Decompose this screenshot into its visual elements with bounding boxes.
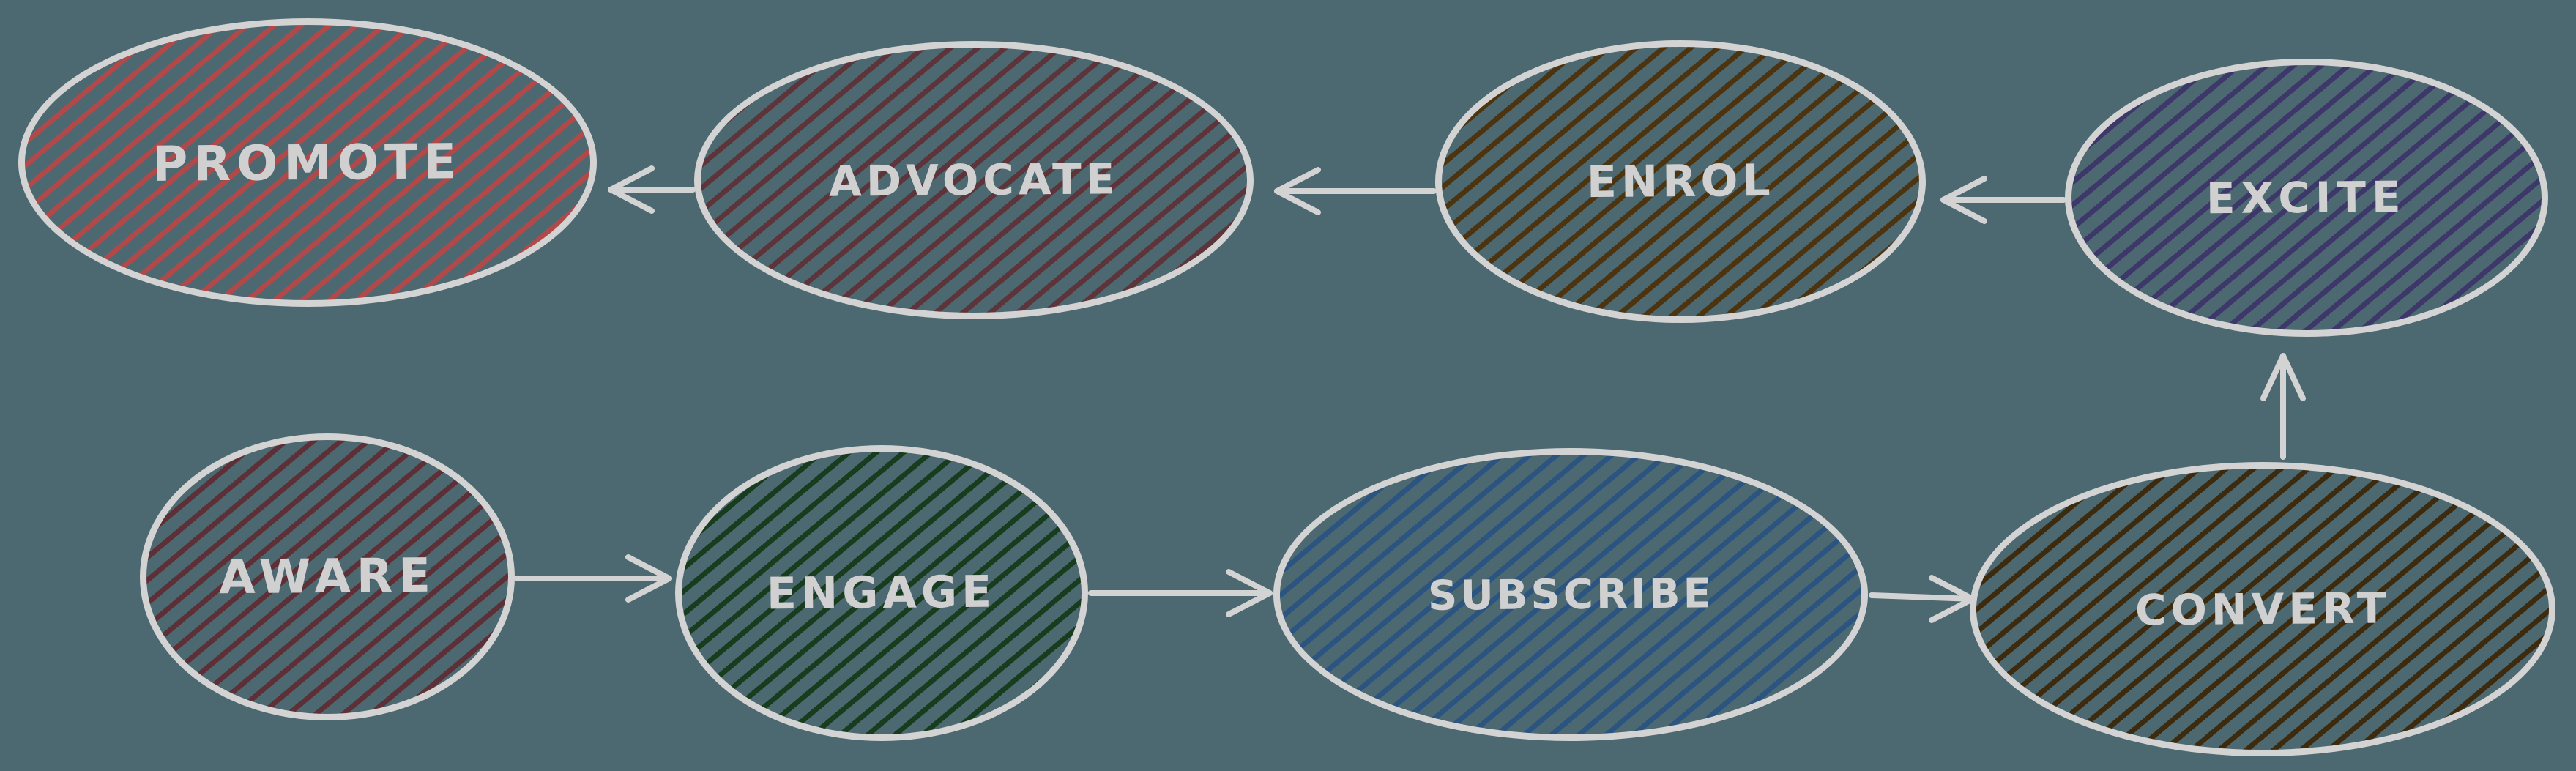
arrowhead [608, 165, 655, 214]
node-aware[interactable]: AWARE [140, 433, 515, 720]
node-engage[interactable]: ENGAGE [675, 445, 1088, 741]
arrow-shaft [1869, 592, 1976, 602]
arrow-convert-to-excite[interactable] [2260, 353, 2306, 460]
node-advocate[interactable]: ADVOCATE [694, 41, 1254, 319]
arrowhead [625, 554, 672, 603]
node-label-enrol: ENROL [1586, 154, 1775, 209]
node-excite[interactable]: EXCITE [2065, 59, 2548, 337]
arrowhead [1226, 569, 1273, 617]
node-label-promote: PROMOTE [152, 133, 463, 193]
node-label-engage: ENGAGE [767, 566, 997, 620]
arrow-engage-to-subscribe[interactable] [1088, 569, 1273, 617]
arrow-excite-to-enrol[interactable] [1940, 176, 2066, 224]
node-subscribe[interactable]: SUBSCRIBE [1273, 448, 1868, 741]
node-label-subscribe: SUBSCRIBE [1427, 569, 1714, 620]
arrowhead [1274, 167, 1321, 215]
arrow-advocate-to-promote[interactable] [608, 165, 696, 214]
arrow-subscribe-to-convert[interactable] [1869, 575, 1976, 623]
arrow-aware-to-engage[interactable] [514, 554, 672, 603]
node-enrol[interactable]: ENROL [1435, 40, 1926, 323]
node-promote[interactable]: PROMOTE [18, 18, 597, 307]
arrow-enrol-to-advocate[interactable] [1274, 167, 1437, 215]
node-convert[interactable]: CONVERT [1970, 462, 2555, 756]
node-label-convert: CONVERT [2134, 583, 2391, 636]
arrowhead [1940, 176, 1987, 224]
arrowhead [1929, 575, 1976, 623]
node-label-aware: AWARE [218, 548, 436, 606]
node-label-excite: EXCITE [2205, 171, 2408, 224]
arrowhead [2260, 353, 2306, 401]
node-label-advocate: ADVOCATE [828, 154, 1120, 206]
